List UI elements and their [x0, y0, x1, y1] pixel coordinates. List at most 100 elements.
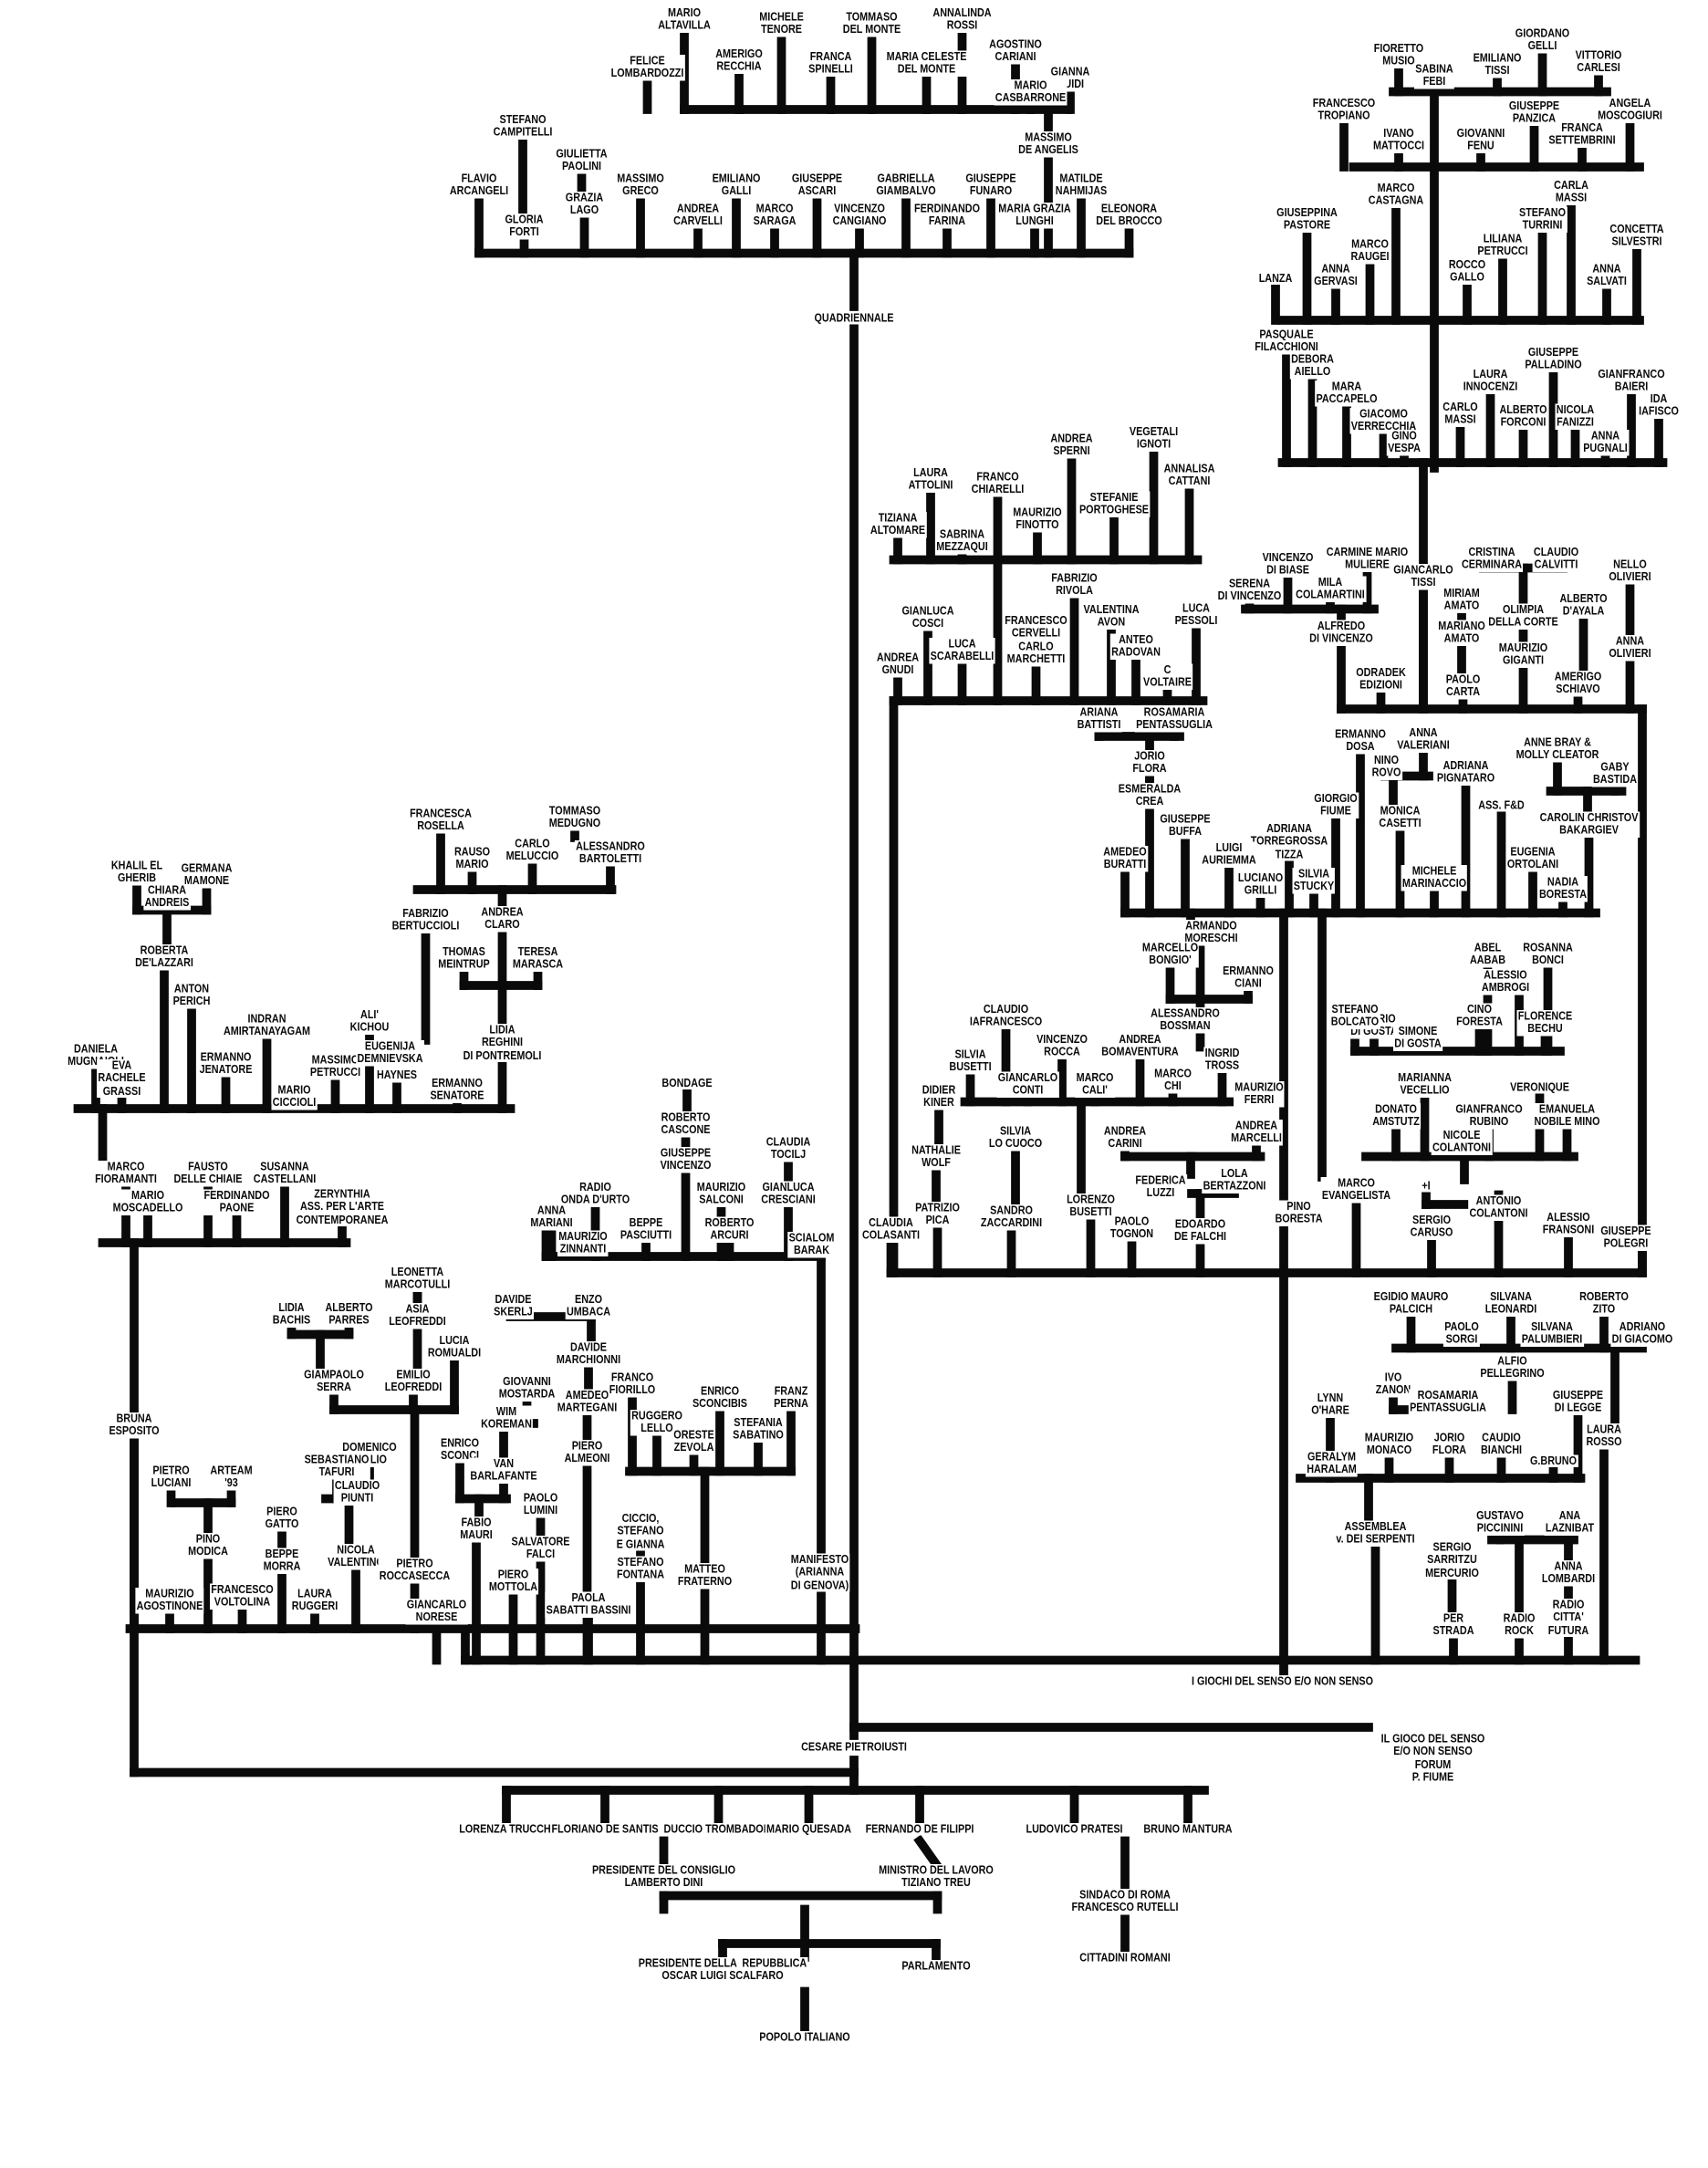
- node-label-lorenza-trucchi: LORENZA TRUCCHI: [457, 1821, 556, 1837]
- node-label-gianluca-cosci: GIANLUCA COSCI: [901, 603, 955, 631]
- node-label-adriana-pignataro: ADRIANA PIGNATARO: [1435, 758, 1496, 786]
- node-label-pietro-luciani: PIETRO LUCIANI: [150, 1463, 193, 1491]
- node-label-ludovico-pratesi: LUDOVICO PRATESI: [1025, 1821, 1124, 1837]
- node-label-gloria-forti: GLORIA FORTI: [504, 212, 545, 240]
- node-label-ermanno-ciani: ERMANNO CIANI: [1221, 964, 1276, 991]
- node-label-rosamaria-pentassuglia-2: ROSAMARIA PENTASSUGLIA: [1408, 1388, 1488, 1415]
- node-label-stefano-bolcato: STEFANO BOLCATO: [1329, 1002, 1380, 1029]
- node-label-fabrizio-rivola: FABRIZIO RIVOLA: [1049, 570, 1099, 599]
- node-label-emanuela-nobile-mino: EMANUELA NOBILE MINO: [1533, 1101, 1601, 1130]
- node-label-duccio-trombadori: DUCCIO TROMBADORI: [662, 1821, 775, 1837]
- node-label-fabio-mauri: FABIO MAURI: [459, 1515, 494, 1543]
- node-label-silvia-busetti: SILVIA BUSETTI: [948, 1047, 993, 1075]
- node-label-amerigo-recchia: AMERIGO RECCHIA: [713, 47, 765, 74]
- node-label-giancarlo-norese: GIANCARLO NORESE: [405, 1597, 468, 1625]
- node-label-silvana-leonardi: SILVANA LEONARDI: [1484, 1289, 1538, 1317]
- node-label-laura-attolini: LAURA ATTOLINI: [907, 465, 954, 493]
- node-label-mario-altavilla: MARIO ALTAVILLA: [656, 5, 713, 33]
- node-label-giancarlo-conti: GIANCARLO CONTI: [996, 1070, 1059, 1098]
- node-label-ermanno-senatore: ERMANNO SENATORE: [429, 1076, 485, 1103]
- node-label-mario-casbarrone: MARIO CASBARRONE: [994, 78, 1068, 106]
- node-label-mario-moscadello: MARIO MOSCADELLO: [111, 1188, 184, 1215]
- node-label-luca-pessoli: LUCA PESSOLI: [1173, 600, 1219, 629]
- node-label-marianna-vecellio: MARIANNA VECELLIO: [1396, 1070, 1453, 1098]
- node-label-ermanno-jenatore: ERMANNO JENATORE: [198, 1049, 254, 1078]
- node-label-van-barlafante: VAN BARLAFANTE: [469, 1456, 538, 1484]
- node-label-stefano-campitelli: STEFANO CAMPITELLI: [492, 112, 554, 140]
- node-label-anna-olivieri: ANNA OLIVIERI: [1608, 633, 1652, 662]
- node-label-liliana-petrucci: LILIANA PETRUCCI: [1476, 231, 1529, 259]
- node-label-matteo-fraterno: MATTEO FRATERNO: [676, 1561, 734, 1590]
- node-label-popolo-italiano: POPOLO ITALIANO: [757, 2029, 852, 2045]
- node-label-cino-foresta: CINO FORESTA: [1454, 1002, 1505, 1029]
- node-label-anteo-radovan: ANTEO RADOVAN: [1109, 632, 1162, 660]
- node-label-silvia-stucky: SILVIA STUCKY: [1292, 866, 1336, 894]
- node-label-maria-grazia-lunghi: MARIA GRAZIA LUNGHI: [996, 201, 1073, 229]
- node-label-giordano-gelli: GIORDANO GELLI: [1514, 26, 1571, 54]
- node-label-alessio-fransoni: ALESSIO FRANSONI: [1541, 1210, 1596, 1237]
- node-label-olimpia-della-corte: OLIMPIA DELLA CORTE: [1486, 602, 1560, 630]
- node-label-stefanie-portoghese: STEFANIE PORTOGHESE: [1078, 490, 1151, 517]
- node-label-massimo-de-angelis: MASSIMO DE ANGELIS: [1016, 130, 1080, 158]
- node-label-amedeo-martegani: AMEDEO MARTEGANI: [556, 1388, 619, 1415]
- node-label-nadia-boresta: NADIA BORESTA: [1537, 874, 1588, 902]
- node-label-maria-celeste: MARIA CELESTE DEL MONTE: [885, 49, 968, 77]
- node-label-eva-rachele-grassi: EVA RACHELE GRASSI: [97, 1058, 147, 1099]
- node-label-sabrina-mezzaqui: SABRINA MEZZAQUI: [935, 526, 989, 555]
- node-label-giuseppe-palladino: GIUSEPPE PALLADINO: [1524, 345, 1583, 372]
- node-label-lorenzo-busetti: LORENZO BUSETTI: [1065, 1192, 1117, 1220]
- node-label-maurizio-ferri: MAURIZIO FERRI: [1234, 1079, 1285, 1108]
- node-label-anna-mariani: ANNA MARIANI: [529, 1203, 574, 1231]
- node-label-carolin-christov: CAROLIN CHRISTOV BAKARGIEV: [1538, 810, 1640, 838]
- node-label-gustavo-piccinini: GUSTAVO PICCININI: [1474, 1508, 1526, 1536]
- node-label-adriano-di-giacomo: ADRIANO DI GIACOMO: [1610, 1319, 1674, 1347]
- node-label-adriana-torregrossa: ADRIANA TORREGROSSA TIZZA: [1249, 821, 1329, 861]
- node-label-eleonora-del-brocco: ELEONORA DEL BROCCO: [1094, 201, 1164, 229]
- node-label-maurizio-salconi: MAURIZIO SALCONI: [695, 1180, 747, 1207]
- node-label-fernando-de-filippi: FERNANDO DE FILIPPI: [864, 1821, 975, 1837]
- node-label-matilde-nahmijas: MATILDE NAHMIJAS: [1054, 171, 1109, 199]
- node-label-angela-moscogiuri: ANGELA MOSCOGIURI: [1596, 96, 1664, 123]
- node-label-ali-kichou: ALI' KICHOU: [349, 1007, 391, 1035]
- node-label-marco-raugei: MARCO RAUGEI: [1349, 236, 1390, 265]
- node-label-oreste-zevola: ORESTE ZEVOLA: [672, 1427, 716, 1455]
- node-label-davide-skerlj: DAVIDE SKERLJ: [492, 1292, 535, 1319]
- node-label-lucia-romualdi: LUCIA ROMUALDI: [426, 1333, 483, 1360]
- node-label-nino-rovo: NINO ROVO: [1370, 753, 1402, 780]
- node-label-eugenia-ortolani: EUGENIA ORTOLANI: [1505, 844, 1560, 872]
- node-label-ministro-lavoro: MINISTRO DEL LAVORO TIZIANO TREU: [877, 1862, 995, 1891]
- node-label-luciano-grilli: LUCIANO GRILLI: [1236, 870, 1285, 898]
- node-label-pino-boresta: PINO BORESTA: [1274, 1199, 1324, 1226]
- node-label-serena-di-vincenzo: SERENA DI VINCENZO: [1216, 576, 1283, 604]
- node-label-franco-chiarelli: FRANCO CHIARELLI: [970, 469, 1026, 497]
- node-label-franca-settembrini: FRANCA SETTEMBRINI: [1547, 120, 1617, 148]
- node-label-simone-di-gosta: SIMONE DI GOSTA: [1393, 1024, 1442, 1051]
- node-label-ingrid-tross: INGRID TROSS: [1203, 1046, 1241, 1073]
- node-label-per-strada: PER STRADA: [1432, 1610, 1475, 1639]
- node-label-gabriella-giambalvo: GABRIELLA GIAMBALVO: [875, 171, 937, 199]
- node-label-paolo-sorgi: PAOLO SORGI: [1442, 1319, 1481, 1347]
- node-label-stefania-sabatino: STEFANIA SABATINO: [731, 1415, 786, 1443]
- node-label-enrico-sconcibis: ENRICO SCONCIBIS: [691, 1383, 749, 1412]
- node-label-carla-massi: CARLA MASSI: [1552, 178, 1590, 205]
- node-label-jorio-flora-2: JORIO FLORA: [1431, 1430, 1468, 1458]
- node-label-armando-moreschi: ARMANDO MORESCHI: [1183, 918, 1239, 946]
- node-label-mario-ciccioli: MARIO CICCIOLI: [271, 1082, 318, 1110]
- node-label-andrea-marcelli: ANDREA MARCELLI: [1229, 1118, 1284, 1146]
- node-label-wim-koreman: WIM KOREMAN: [479, 1404, 534, 1432]
- node-label-g-bruno: G.BRUNO: [1528, 1454, 1578, 1468]
- node-label-rosanna-bonci: ROSANNA BONCI: [1521, 940, 1575, 968]
- node-label-annalisa-cattani: ANNALISA CATTANI: [1162, 461, 1216, 489]
- node-label-andrea-gnudi: ANDREA GNUDI: [875, 650, 921, 678]
- node-label-anna-pugnali: ANNA PUGNALI: [1581, 428, 1630, 456]
- node-label-laura-ruggeri: LAURA RUGGERI: [290, 1586, 339, 1614]
- node-label-lidia-reghini: LIDIA REGHINI DI PONTREMOLI: [462, 1022, 543, 1063]
- node-label-andrea-carvelli: ANDREA CARVELLI: [672, 201, 724, 229]
- node-label-paolo-tognon: PAOLO TOGNON: [1109, 1214, 1155, 1242]
- node-label-tiziana-altomare: TIZIANA ALTOMARE: [869, 510, 927, 538]
- node-label-giancarlo-tissi: GIANCARLO TISSI: [1391, 562, 1455, 590]
- node-label-enzo-umbaca: ENZO UMBACA: [565, 1292, 612, 1319]
- node-label-edoardo-de-falchi: EDOARDO DE FALCHI: [1172, 1216, 1228, 1245]
- node-label-federica-luzzi: FEDERICA LUZZI: [1134, 1173, 1187, 1201]
- node-label-silvia-lo-cuoco: SILVIA LO CUOCO: [987, 1123, 1044, 1152]
